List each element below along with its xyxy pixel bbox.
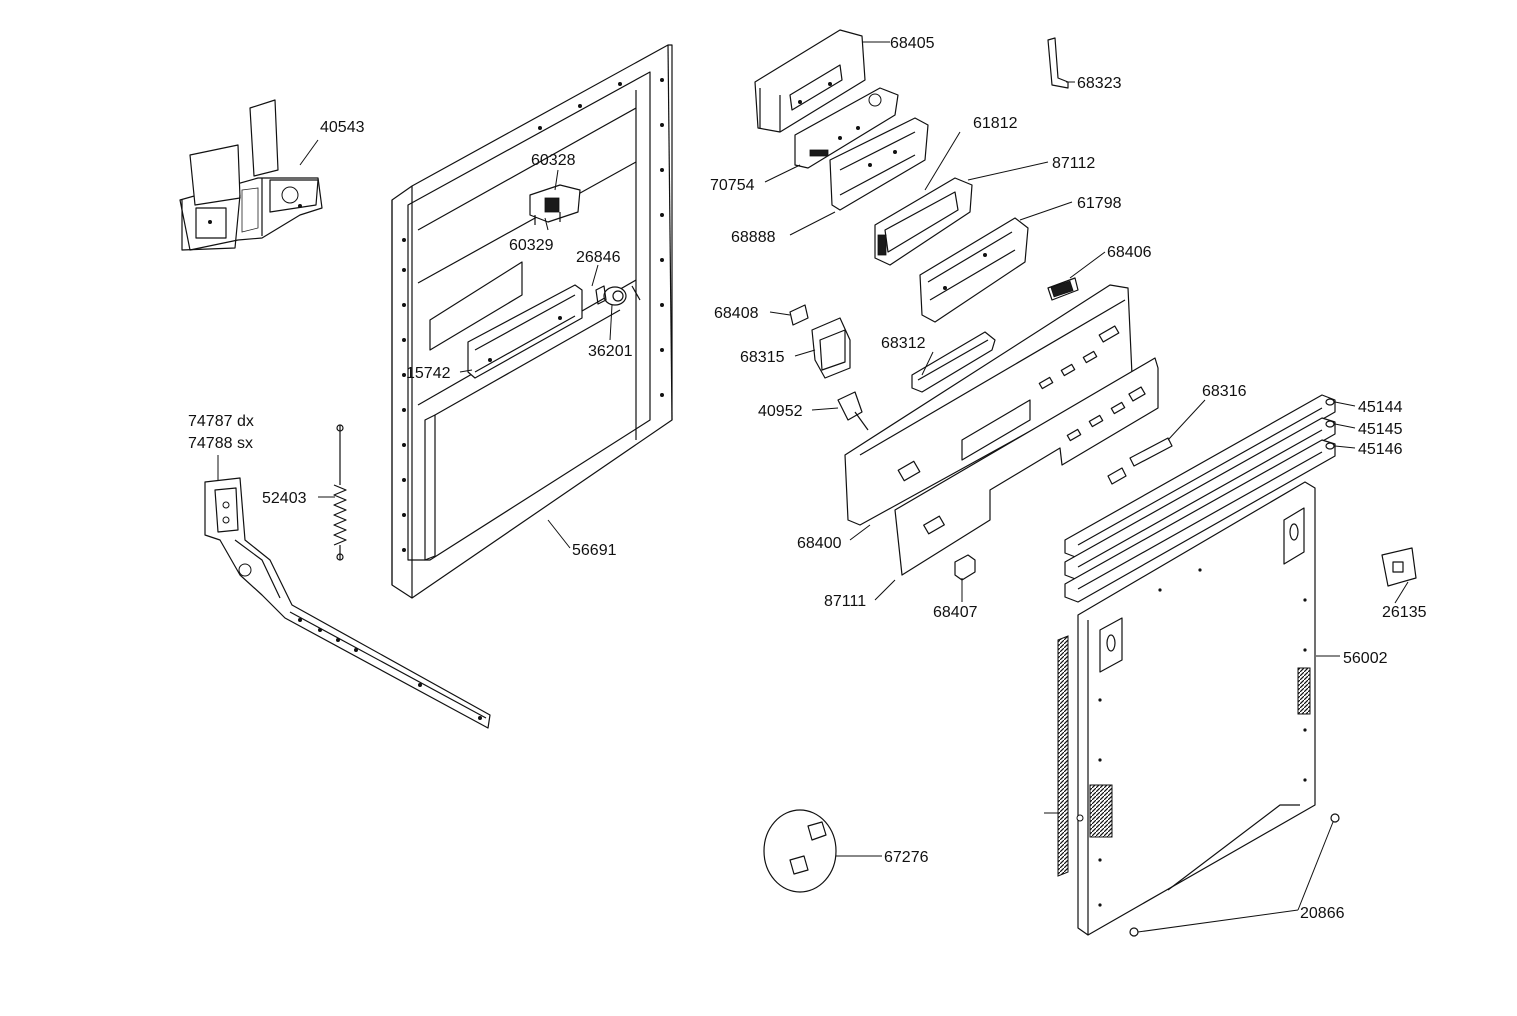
hinge-74787 bbox=[204, 477, 491, 729]
label-67276: 67276 bbox=[884, 849, 929, 866]
label-74788: 74788 sx bbox=[188, 435, 253, 452]
label-87112: 87112 bbox=[1052, 155, 1095, 172]
label-40543: 40543 bbox=[320, 119, 365, 136]
outer-door-56002 bbox=[1076, 481, 1316, 936]
label-20866: 20866 bbox=[1300, 905, 1345, 922]
label-68312: 68312 bbox=[881, 335, 926, 352]
label-60328: 60328 bbox=[531, 152, 576, 169]
module-61812 bbox=[874, 177, 973, 266]
part-68315 bbox=[811, 317, 851, 379]
board-70754 bbox=[794, 87, 899, 169]
label-56691: 56691 bbox=[572, 542, 617, 559]
label-45145: 45145 bbox=[1358, 421, 1403, 438]
leader-lines bbox=[217, 41, 1409, 933]
knob-36201 bbox=[595, 285, 641, 306]
label-68406: 68406 bbox=[1107, 244, 1152, 261]
door-screw-holes bbox=[1098, 568, 1307, 907]
dispenser-40543 bbox=[179, 99, 323, 251]
label-26135: 26135 bbox=[1382, 604, 1427, 621]
buttons-68316 bbox=[1107, 437, 1173, 485]
caps-67276 bbox=[763, 809, 837, 893]
part-26135 bbox=[1381, 547, 1417, 587]
part-68408 bbox=[789, 304, 809, 326]
label-40952: 40952 bbox=[758, 403, 803, 420]
spring-52403 bbox=[333, 424, 347, 561]
label-56002: 56002 bbox=[1343, 650, 1388, 667]
side-seal-strip bbox=[1057, 635, 1069, 877]
label-45144: 45144 bbox=[1358, 399, 1403, 416]
housing-68405 bbox=[754, 29, 866, 133]
label-60329: 60329 bbox=[509, 237, 554, 254]
handle-68312 bbox=[911, 331, 996, 393]
label-68400: 68400 bbox=[797, 535, 842, 552]
label-68405: 68405 bbox=[890, 35, 935, 52]
panel-68888 bbox=[829, 117, 929, 211]
bracket-15742 bbox=[467, 284, 583, 379]
label-68408: 68408 bbox=[714, 305, 759, 322]
part-40952 bbox=[837, 391, 869, 431]
label-36201: 36201 bbox=[588, 343, 633, 360]
label-87111: 87111 bbox=[824, 593, 866, 610]
switch-60328 bbox=[529, 184, 581, 225]
label-61798: 61798 bbox=[1077, 195, 1122, 212]
clip-68323 bbox=[1047, 37, 1069, 89]
label-68323: 68323 bbox=[1077, 75, 1122, 92]
label-15742: 15742 bbox=[406, 365, 451, 382]
rails-45144 bbox=[1064, 394, 1336, 603]
label-68315: 68315 bbox=[740, 349, 785, 366]
label-52403: 52403 bbox=[262, 490, 307, 507]
label-61812: 61812 bbox=[973, 115, 1018, 132]
button-68407 bbox=[954, 554, 976, 581]
label-70754: 70754 bbox=[710, 177, 755, 194]
label-68407: 68407 bbox=[933, 604, 978, 621]
label-74787: 74787 dx bbox=[188, 413, 254, 430]
cover-68406 bbox=[1047, 277, 1079, 301]
label-68888: 68888 bbox=[731, 229, 776, 246]
label-26846: 26846 bbox=[576, 249, 621, 266]
cover-87111 bbox=[894, 357, 1159, 576]
part-labels: 40543 60328 60329 26846 36201 15742 7478… bbox=[188, 35, 1427, 922]
control-panel-68400 bbox=[844, 284, 1133, 526]
panel-61798 bbox=[919, 217, 1029, 323]
frame-holes bbox=[402, 78, 664, 552]
label-45146: 45146 bbox=[1358, 441, 1403, 458]
label-68316: 68316 bbox=[1202, 383, 1247, 400]
